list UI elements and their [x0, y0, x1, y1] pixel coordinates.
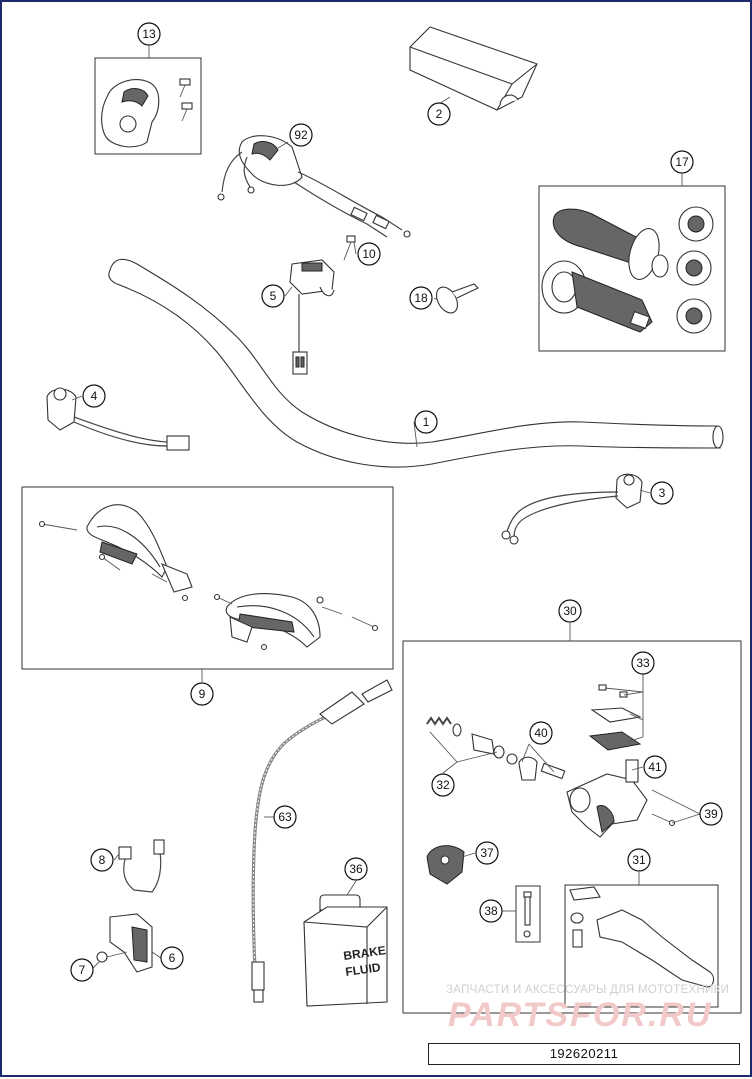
callout-39[interactable]: 39 — [699, 802, 723, 826]
group-box-38 — [515, 885, 541, 943]
handguard-upper — [86, 504, 193, 593]
callout-37[interactable]: 37 — [475, 841, 499, 865]
callout-30[interactable]: 30 — [558, 599, 582, 623]
callout-17[interactable]: 17 — [670, 150, 694, 174]
svg-text:3: 3 — [659, 486, 666, 500]
svg-text:8: 8 — [99, 853, 106, 867]
master-cylinder — [566, 759, 676, 838]
leader-lines — [71, 46, 701, 971]
callout-10[interactable]: 10 — [357, 242, 381, 266]
svg-text:38: 38 — [484, 904, 498, 918]
grip-set — [541, 208, 669, 333]
callout-63[interactable]: 63 — [273, 805, 297, 829]
svg-text:33: 33 — [636, 656, 650, 670]
pin-38 — [523, 891, 532, 938]
svg-text:41: 41 — [648, 760, 662, 774]
callout-4[interactable]: 4 — [82, 384, 106, 408]
callout-32[interactable]: 32 — [431, 773, 455, 797]
screw-7 — [96, 951, 128, 963]
svg-text:63: 63 — [278, 810, 292, 824]
svg-text:92: 92 — [294, 128, 308, 142]
callout-3[interactable]: 3 — [650, 481, 674, 505]
callout-33[interactable]: 33 — [631, 651, 655, 675]
group-box-30 — [402, 640, 742, 1014]
handguard-lower — [225, 593, 321, 648]
bottle-label-line1: BRAKE — [342, 943, 386, 963]
svg-text:32: 32 — [436, 778, 450, 792]
switch-housing — [101, 79, 160, 148]
bottle-label-line2: FLUID — [344, 960, 381, 979]
callout-8[interactable]: 8 — [90, 848, 114, 872]
lever-31 — [569, 886, 715, 988]
callout-40[interactable]: 40 — [529, 721, 553, 745]
bracket-37 — [426, 845, 465, 885]
callout-13[interactable]: 13 — [137, 22, 161, 46]
svg-text:31: 31 — [632, 853, 646, 867]
brake-hose — [251, 679, 393, 1003]
callout-92[interactable]: 92 — [289, 123, 313, 147]
svg-text:6: 6 — [169, 951, 176, 965]
left-switch — [46, 387, 190, 451]
callout-5[interactable]: 5 — [261, 284, 285, 308]
handlebar-end — [712, 425, 724, 449]
svg-text:1: 1 — [423, 415, 430, 429]
group-box-17 — [538, 185, 726, 352]
callout-18[interactable]: 18 — [409, 286, 433, 310]
spring-32 — [426, 716, 518, 765]
cable-tie — [435, 283, 479, 314]
brake-switch — [109, 839, 165, 973]
callout-2[interactable]: 2 — [427, 102, 451, 126]
group-box-13 — [94, 57, 202, 155]
svg-text:9: 9 — [199, 687, 206, 701]
brake-fluid-bottle — [303, 894, 388, 1007]
bolt-10 — [343, 235, 356, 261]
svg-text:4: 4 — [91, 389, 98, 403]
svg-text:18: 18 — [414, 291, 428, 305]
callout-41[interactable]: 41 — [643, 755, 667, 779]
right-switch — [501, 473, 643, 545]
kill-switch — [289, 259, 335, 375]
callout-36[interactable]: 36 — [344, 857, 368, 881]
callout-6[interactable]: 6 — [160, 946, 184, 970]
svg-text:7: 7 — [79, 963, 86, 977]
svg-text:10: 10 — [362, 247, 376, 261]
callout-9[interactable]: 9 — [190, 682, 214, 706]
callout-7[interactable]: 7 — [70, 958, 94, 982]
group-box-9 — [21, 486, 394, 670]
screws-13 — [179, 78, 193, 122]
svg-text:30: 30 — [563, 604, 577, 618]
callout-38[interactable]: 38 — [479, 899, 503, 923]
svg-text:17: 17 — [675, 155, 689, 169]
svg-text:37: 37 — [480, 846, 494, 860]
watermark-brand: PARTSFOR.RU — [448, 996, 713, 1034]
svg-text:5: 5 — [270, 289, 277, 303]
piston-40 — [518, 756, 566, 781]
svg-text:36: 36 — [349, 862, 363, 876]
watermark-tagline: ЗАПЧАСТИ И АКСЕССУАРЫ ДЛЯ МОТОТЕХНИКИ — [446, 984, 730, 996]
svg-text:39: 39 — [704, 807, 718, 821]
throttle-housing — [217, 135, 411, 238]
handlebar-pad — [409, 26, 538, 111]
svg-text:40: 40 — [534, 726, 548, 740]
svg-text:2: 2 — [436, 107, 443, 121]
callout-31[interactable]: 31 — [627, 848, 651, 872]
drawing-number: 192620211 — [428, 1043, 740, 1065]
group-box-31 — [564, 884, 719, 1008]
throttle-cams — [676, 206, 714, 334]
handlebar — [108, 258, 721, 468]
callout-1[interactable]: 1 — [414, 410, 438, 434]
handguard-bolts — [38, 520, 379, 651]
reservoir-cover-33 — [588, 684, 642, 751]
svg-text:13: 13 — [142, 27, 156, 41]
